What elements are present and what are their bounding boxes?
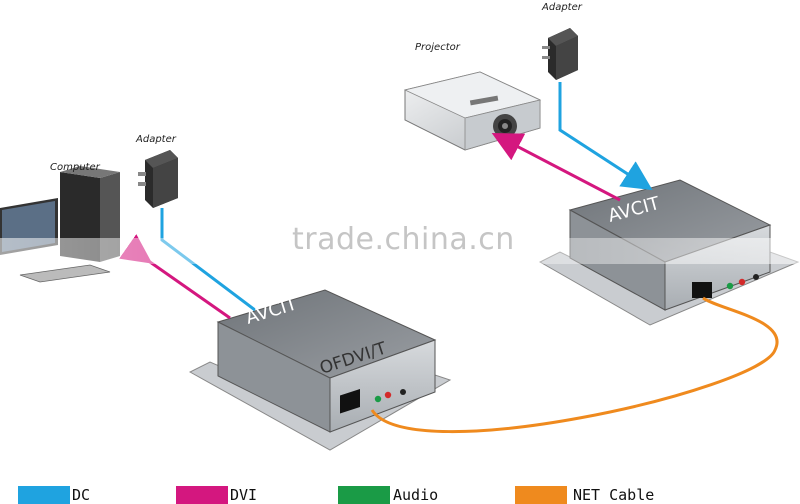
projector-label: Projector — [415, 42, 460, 53]
legend-label-net: NET Cable — [573, 486, 655, 504]
transmitter-device — [188, 289, 452, 451]
dvi-cable-left — [119, 234, 231, 320]
projector-icon — [403, 71, 542, 151]
adapter-left-icon — [138, 150, 178, 208]
computer-label: Computer — [50, 162, 100, 173]
dc-cable-right — [558, 82, 653, 191]
adapter-right-icon — [542, 28, 578, 80]
legend-label-dc: DC — [72, 486, 91, 504]
legend-swatch-dc — [18, 486, 70, 504]
legend-label-dvi: DVI — [230, 486, 258, 504]
watermark-band — [0, 238, 800, 264]
adapter-left-label: Adapter — [136, 134, 176, 145]
legend-swatch-audio — [338, 486, 390, 504]
legend: DC DVI Audio NET Cable — [0, 484, 800, 504]
watermark: trade.china.cn — [292, 222, 515, 257]
legend-swatch-dvi — [176, 486, 228, 504]
dvi-cable-right — [491, 133, 621, 202]
net-cable — [370, 296, 779, 434]
computer-icon — [0, 166, 120, 283]
legend-swatch-net — [515, 486, 567, 504]
legend-label-audio: Audio — [393, 486, 439, 504]
adapter-right-label: Adapter — [542, 2, 582, 13]
